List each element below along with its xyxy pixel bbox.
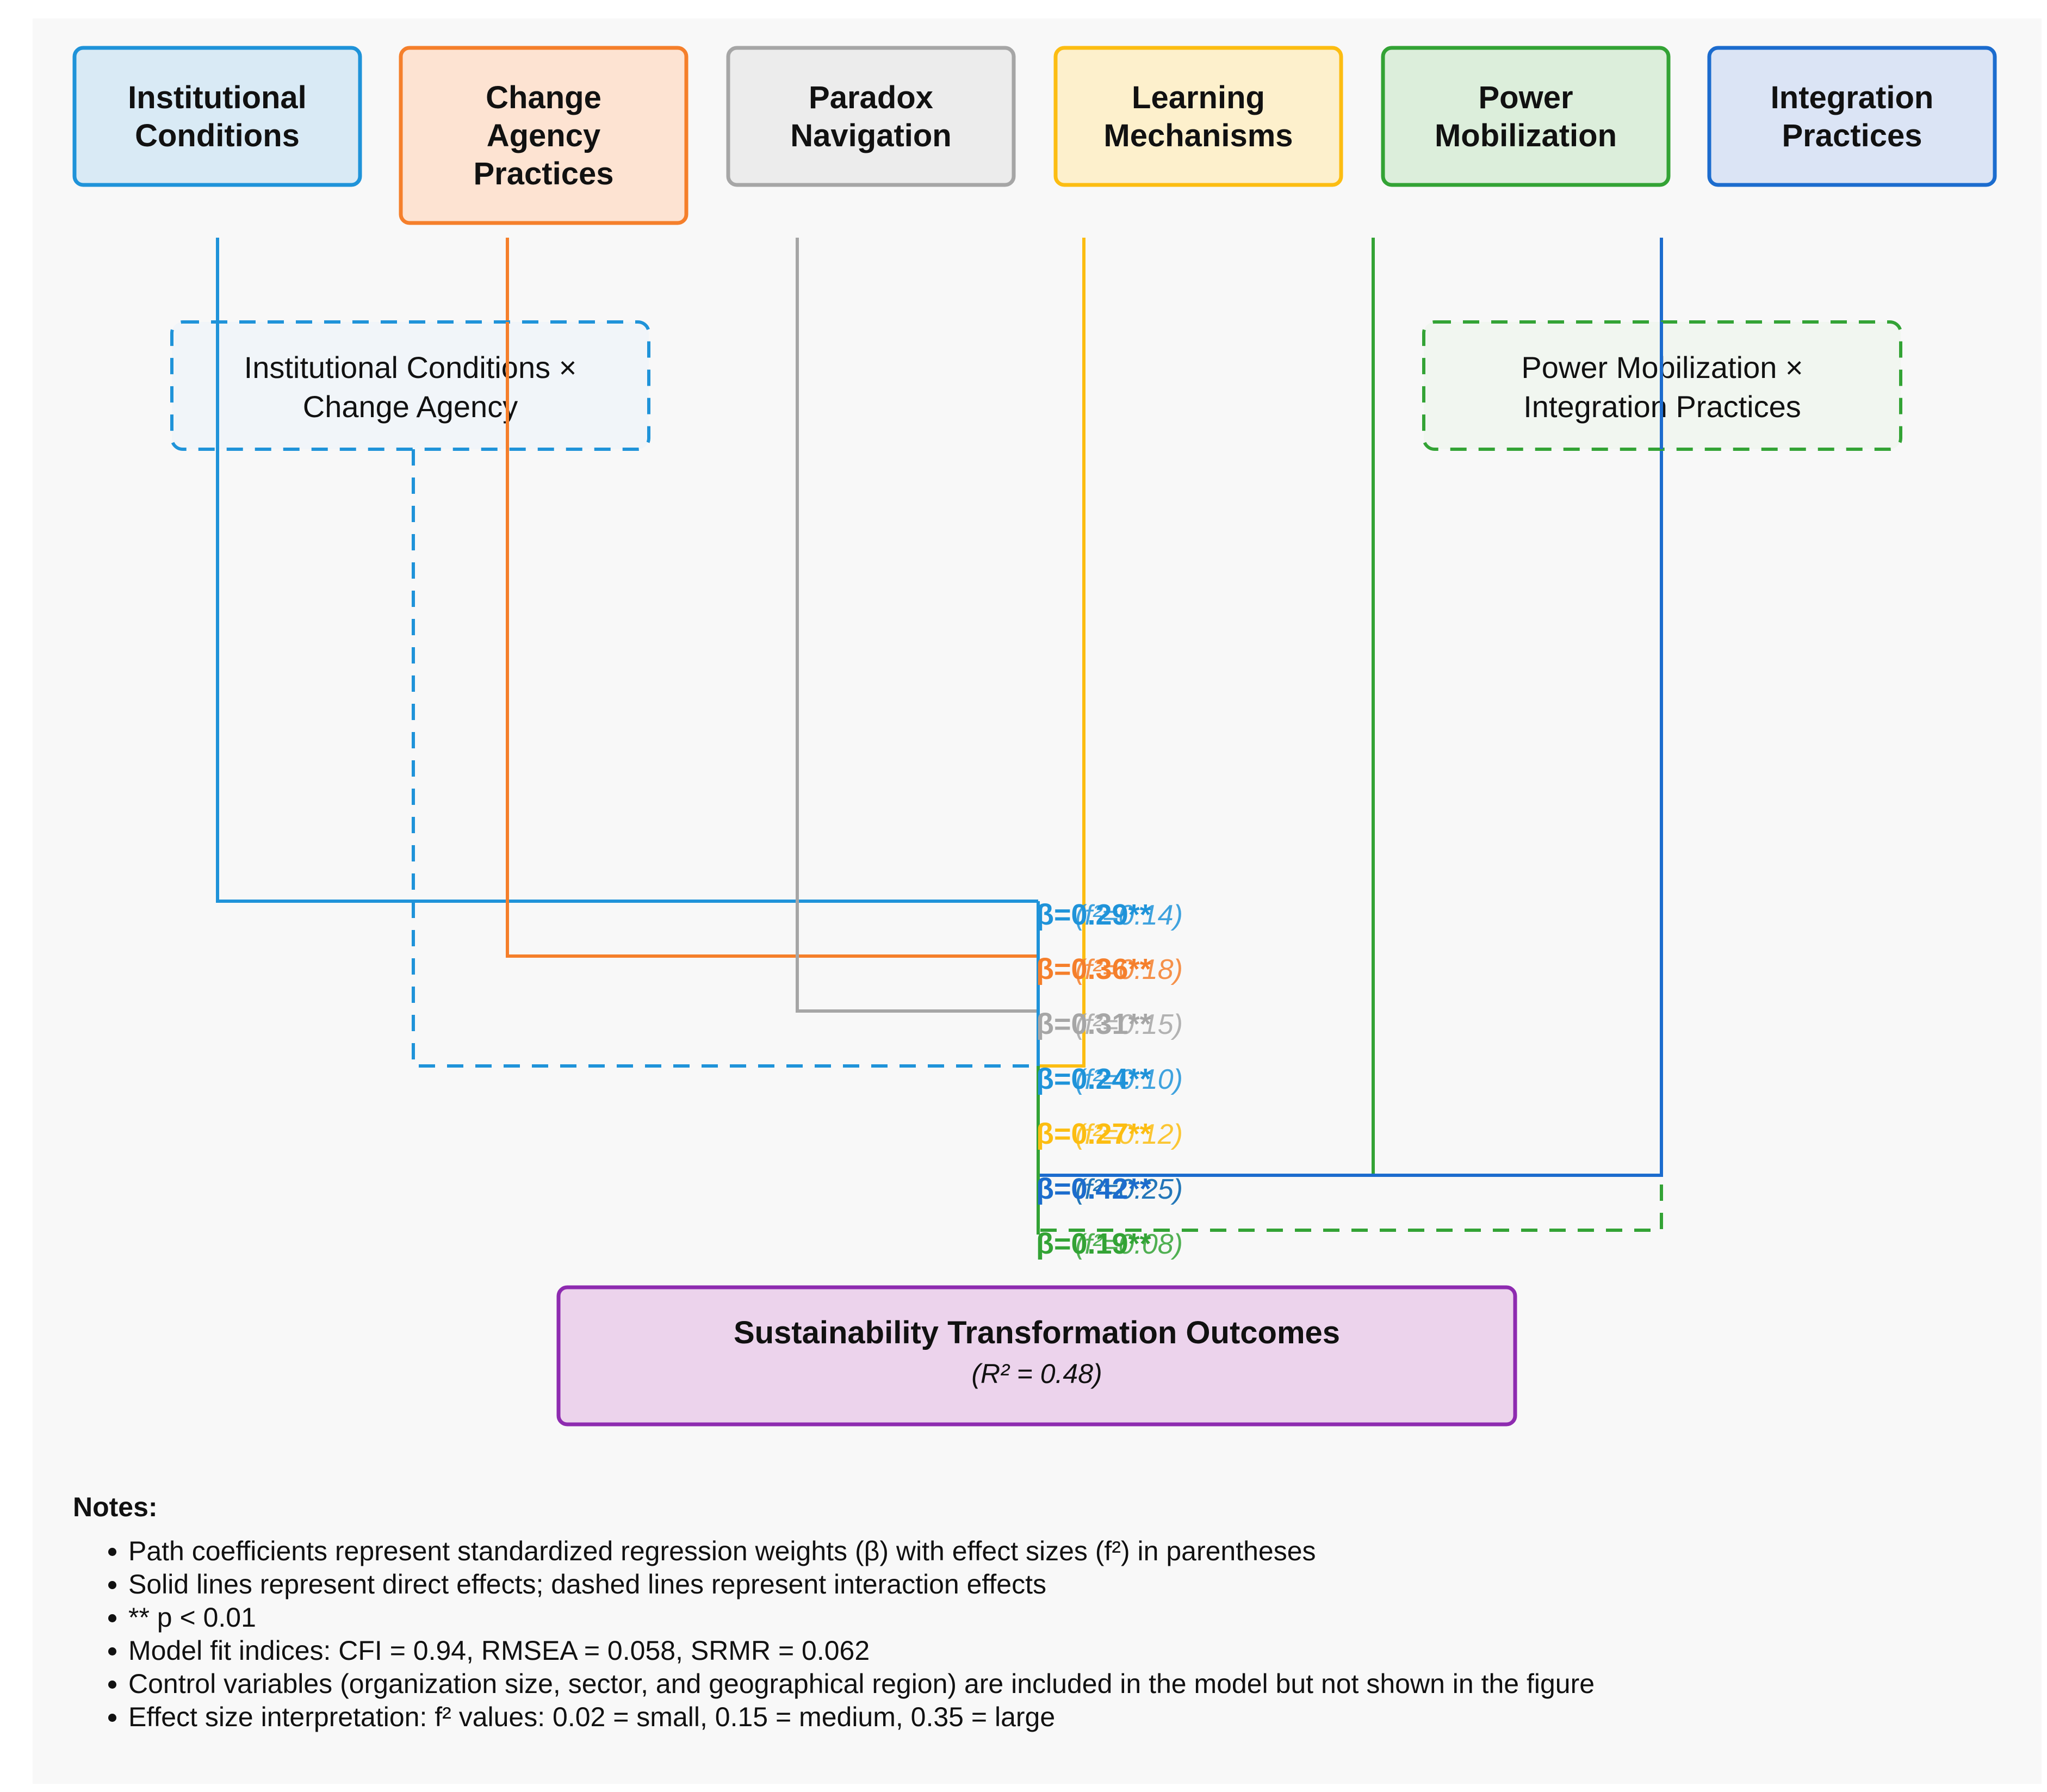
construct-boxes: InstitutionalConditionsChangeAgencyPract… xyxy=(72,46,1997,1427)
path-line-change-agency-practices xyxy=(506,238,1038,958)
effect-size-label-learning-mechanisms: (f²=0.12) xyxy=(1075,1119,1183,1150)
path-line-paradox-navigation xyxy=(796,238,1038,1013)
interaction-box-1: Institutional Conditions × Change Agency xyxy=(170,320,650,451)
interaction-box-frame xyxy=(170,320,650,451)
construct-label-line: Institutional xyxy=(128,80,307,115)
construct-label-line: Mobilization xyxy=(1435,118,1617,153)
note-item: Model fit indices: CFI = 0.94, RMSEA = 0… xyxy=(128,1634,2009,1667)
beta-label-power-mobilization: β=0.42** xyxy=(1036,1173,1151,1205)
outcome-r-squared: (R² = 0.48) xyxy=(971,1359,1102,1389)
construct-label-line: Change xyxy=(486,80,601,115)
construct-box-frame xyxy=(72,46,362,187)
construct-label-line: Practices xyxy=(1782,118,1922,153)
path-line-learning-mechanisms xyxy=(1038,238,1085,1068)
effect-size-label-institutional-conditions: (f²=0.14) xyxy=(1075,900,1183,931)
beta-label-institutional-conditions: β=0.29** xyxy=(1036,898,1151,931)
construct-label-line: Conditions xyxy=(135,118,300,153)
effect-size-label-power-mobilization: (f²=0.25) xyxy=(1075,1174,1183,1205)
interaction-label-line: Change Agency xyxy=(303,389,518,424)
note-item: Effect size interpretation: f² values: 0… xyxy=(128,1701,2009,1734)
interaction-label-line: Institutional Conditions × xyxy=(244,350,577,385)
construct-box-frame xyxy=(1707,46,1997,187)
path-line-integration-practices xyxy=(1038,238,1663,1177)
path-line-institutional-conditions xyxy=(216,238,1038,903)
construct-label-line: Navigation xyxy=(790,118,952,153)
effect-size-label-paradox-navigation: (f²=0.15) xyxy=(1075,1009,1183,1040)
note-item: ** p < 0.01 xyxy=(128,1601,2009,1634)
construct-box-frame xyxy=(726,46,1016,187)
construct-box-frame xyxy=(1053,46,1343,187)
construct-label-line: Learning xyxy=(1132,80,1265,115)
construct-label-line: Integration xyxy=(1771,80,1934,115)
construct-box-frame xyxy=(399,46,688,225)
construct-label-line: Power xyxy=(1478,80,1573,115)
note-item: Path coefficients represent standardized… xyxy=(128,1535,2009,1568)
beta-label-change-agency-practices: β=0.36** xyxy=(1036,953,1151,985)
path-connectors xyxy=(216,238,1663,1235)
beta-label-paradox-navigation: β=0.31** xyxy=(1036,1008,1151,1040)
outcome-box-frame xyxy=(556,1285,1517,1427)
outcome-title: Sustainability Transformation Outcomes xyxy=(734,1315,1340,1350)
beta-label-institutional-conditions-change-agency: β=0.24** xyxy=(1036,1063,1151,1095)
construct-label-line: Agency xyxy=(487,118,601,153)
outcome-box: Sustainability Transformation Outcomes (R… xyxy=(556,1285,1517,1427)
construct-label-line: Paradox xyxy=(809,80,933,115)
construct-label-line: Practices xyxy=(474,156,614,191)
note-item: Solid lines represent direct effects; da… xyxy=(128,1568,2009,1601)
beta-label-integration-practices: β=0.42** xyxy=(1036,1173,1151,1205)
construct-label-line: Mechanisms xyxy=(1103,118,1293,153)
construct-box-frame xyxy=(1381,46,1671,187)
path-line-institutional-conditions-change-agency xyxy=(412,449,1038,1068)
effect-size-label-integration-practices: (f²=0.25) xyxy=(1075,1174,1183,1205)
notes-list: Path coefficients represent standardized… xyxy=(73,1535,2009,1734)
notes-section: Notes: Path coefficients represent stand… xyxy=(73,1491,2009,1734)
beta-label-power-mobilization-integration-practices: β=0.19** xyxy=(1036,1227,1151,1260)
note-item: Control variables (organization size, se… xyxy=(128,1667,2009,1701)
notes-title: Notes: xyxy=(73,1492,158,1522)
effect-size-label-power-mobilization-integration-practices: (f²=0.08) xyxy=(1075,1229,1183,1260)
effect-size-label-change-agency-practices: (f²=0.18) xyxy=(1075,954,1183,985)
coefficient-labels: β=0.29**(f²=0.14) β=0.36**(f²=0.18) β=0.31… xyxy=(1036,898,1183,1260)
effect-size-label-institutional-conditions-change-agency: (f²=0.10) xyxy=(1075,1064,1183,1095)
beta-label-learning-mechanisms: β=0.27** xyxy=(1036,1118,1151,1150)
